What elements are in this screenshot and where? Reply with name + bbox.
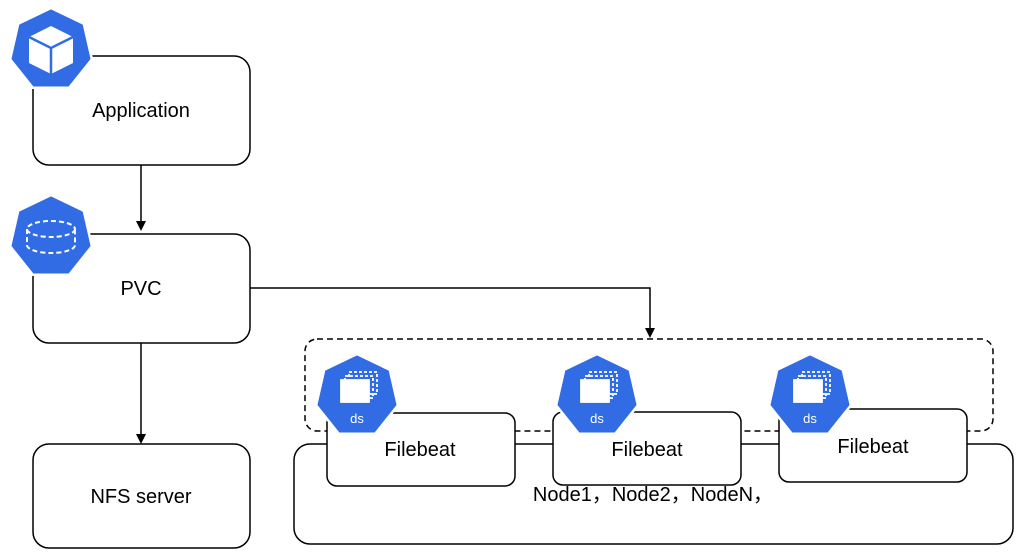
kubernetes-pod-icon [8,6,94,90]
nfs-server-label: NFS server [90,486,191,508]
ds-badge: ds [350,411,364,426]
filebeat-label: Filebeat [837,436,909,458]
kubernetes-daemonset-icon: ds [554,352,640,436]
ds-badge: ds [590,411,604,426]
application-label: Application [92,100,190,122]
ds-badge: ds [803,411,817,426]
filebeat-label: Filebeat [384,439,456,461]
pvc-label: PVC [120,278,161,300]
nfs-server-box [32,443,251,549]
application-box [32,55,251,166]
kubernetes-daemonset-icon: ds [314,352,400,436]
filebeat-3: Filebeat ds [767,352,968,483]
filebeat-label: Filebeat [611,439,683,461]
filebeat-2: Filebeat ds [552,352,742,486]
kubernetes-daemonset-icon: ds [767,352,853,436]
filebeat-1: Filebeat ds [314,352,516,487]
kubernetes-pvc-icon [8,193,94,277]
pvc-box [32,233,251,344]
arrow-pvc-to-filebeat-group [250,287,655,338]
nodes-label: Node1，Node2，NodeN， [533,484,773,506]
